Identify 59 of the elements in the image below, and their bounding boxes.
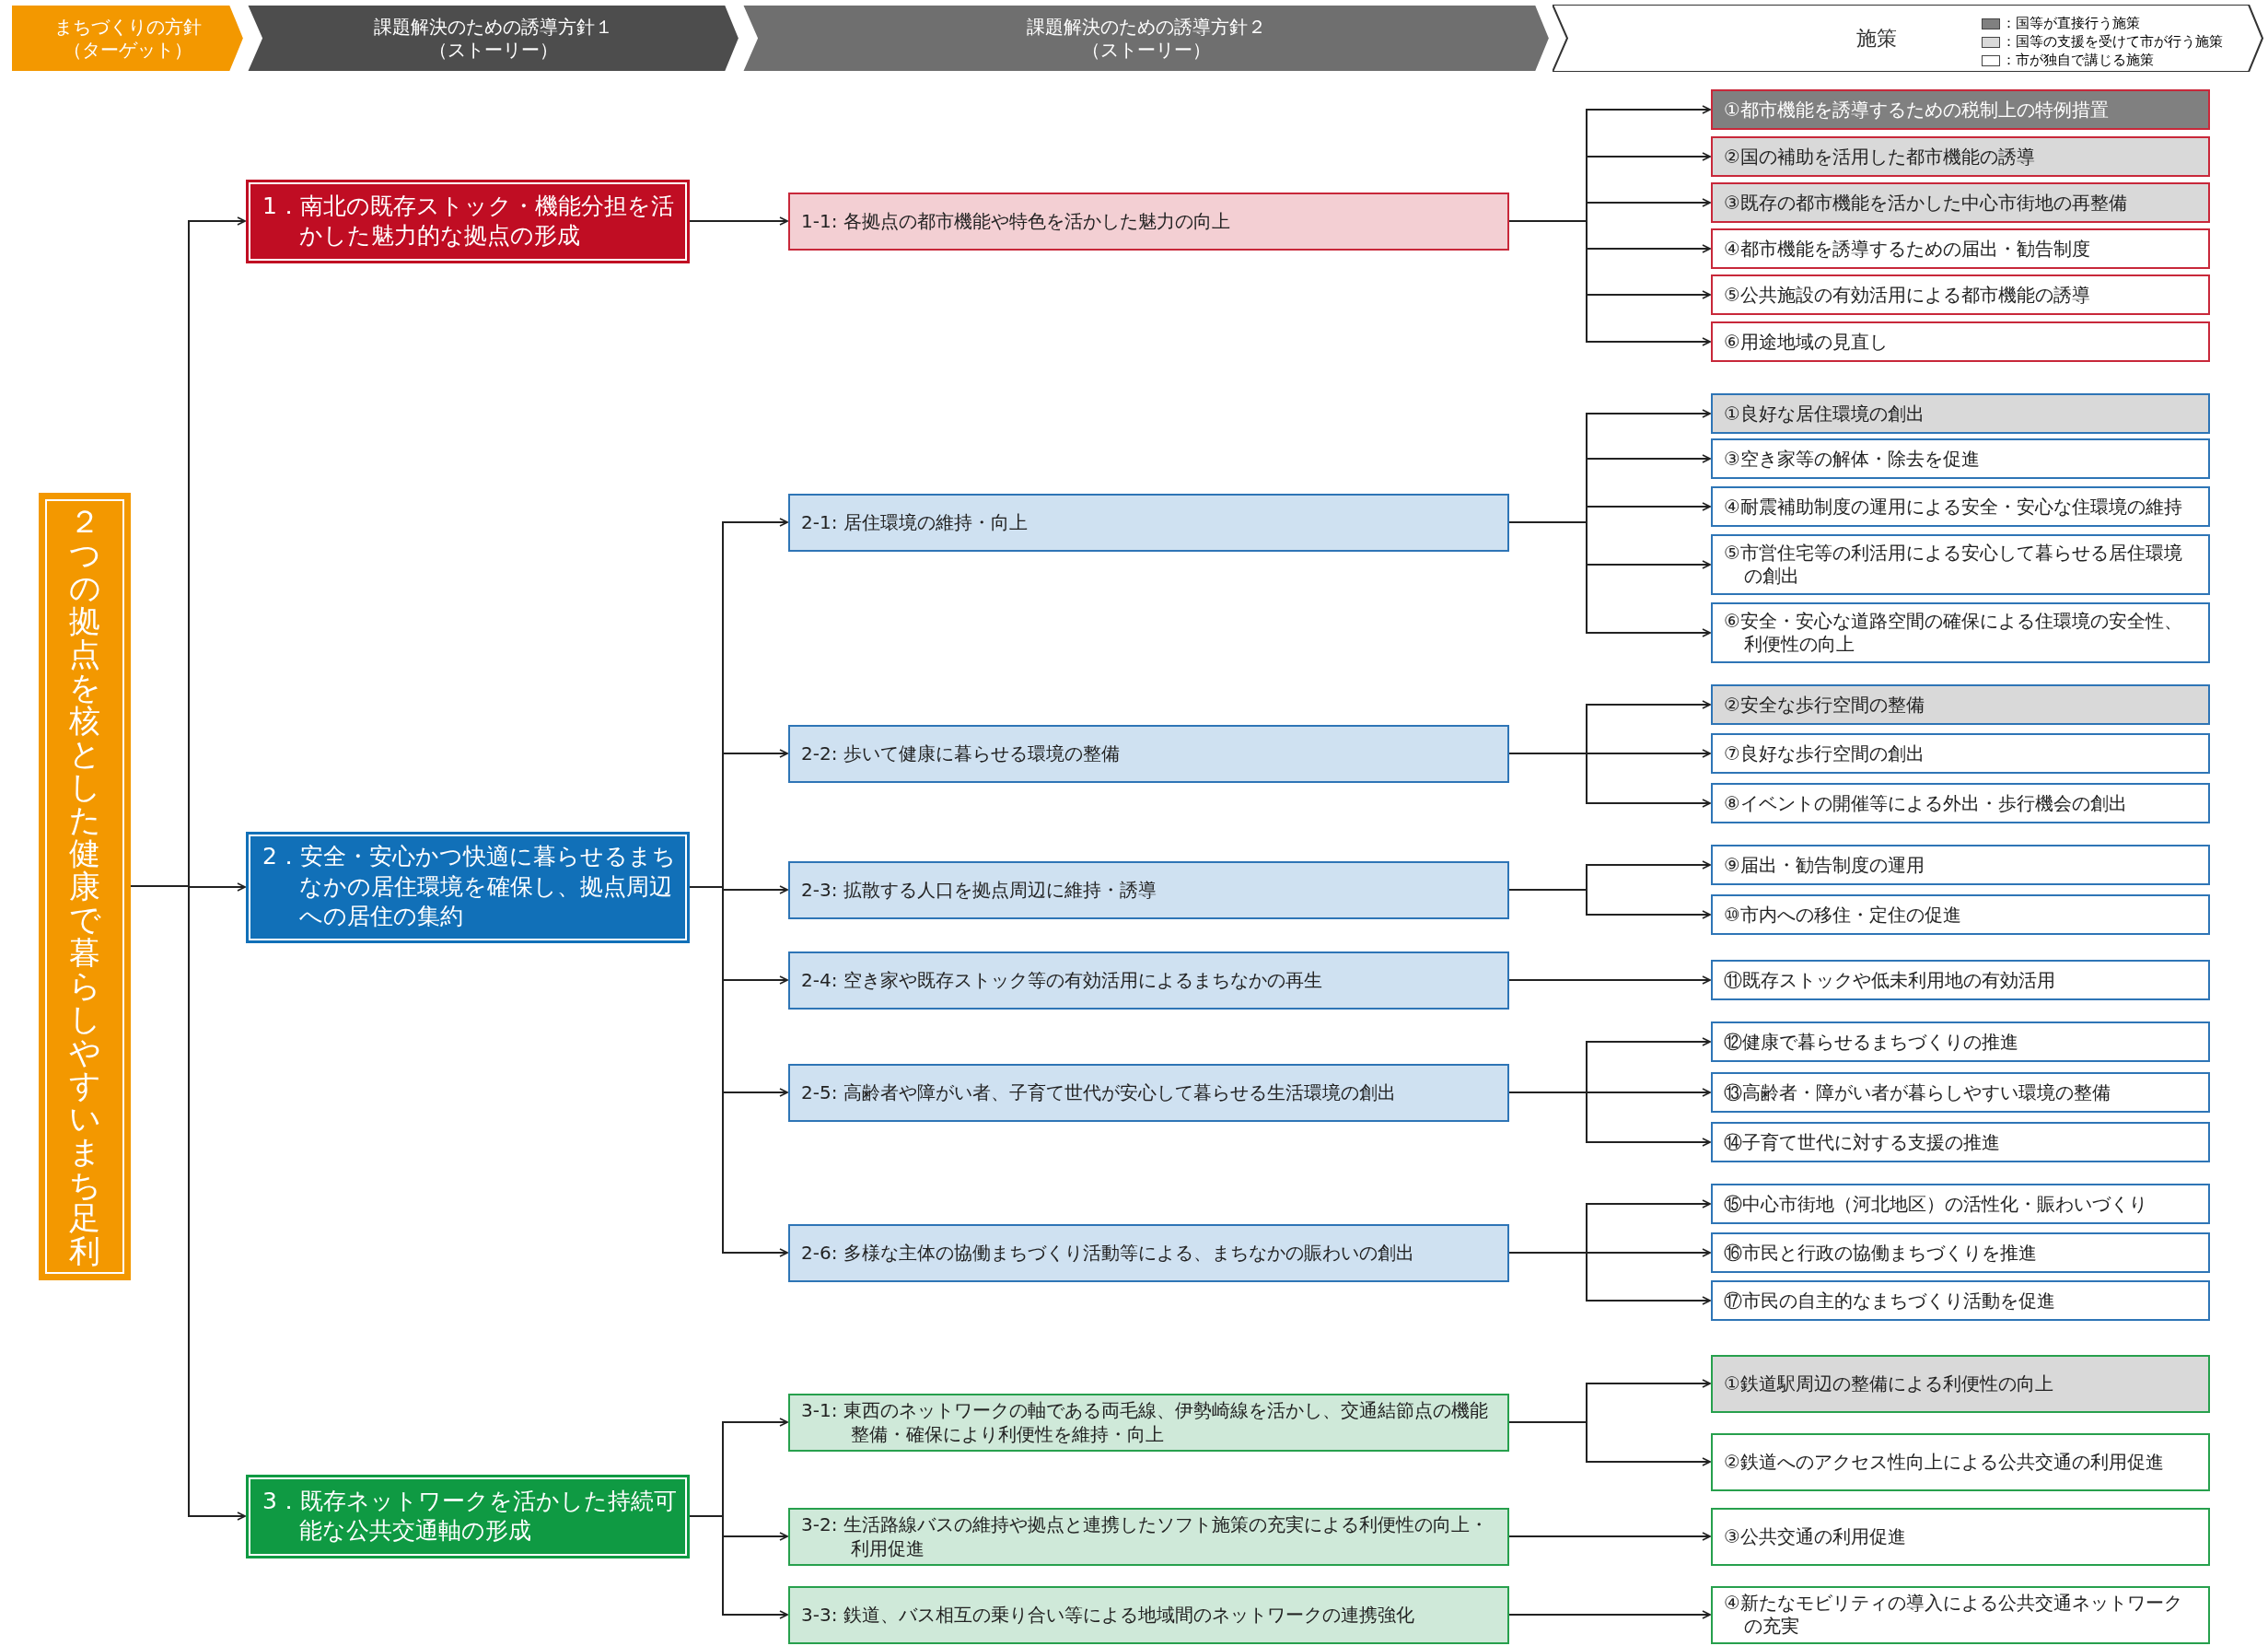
legend-text: ：国等が直接行う施策 [2002, 15, 2140, 32]
measure-box: ⑧イベントの開催等による外出・歩行機会の創出 [1711, 783, 2210, 823]
measure-box: ⑯市民と行政の協働まちづくりを推進 [1711, 1232, 2210, 1273]
measure-box: ②安全な歩行空間の整備 [1711, 684, 2210, 725]
strategy-box: 3-2: 生活路線バスの維持や拠点と連携したソフト施策の充実による利便性の向上・利用促進 [788, 1507, 1509, 1566]
policy-box: 1．南北の既存ストック・機能分担を活かした魅力的な拠点の形成 [246, 179, 690, 263]
connector-arrow [1508, 1091, 1711, 1147]
column-heading: 課題解決のための誘導方針２ （ストーリー） [742, 5, 1551, 72]
measure-box: ①都市機能を誘導するための税制上の特例措置 [1711, 89, 2210, 130]
measure-box: ⑩市内への移住・定住の促進 [1711, 894, 2210, 935]
connector-arrow [689, 1515, 788, 1619]
strategy-box: 2-4: 空き家や既存ストック等の有効活用によるまちなかの再生 [788, 951, 1509, 1010]
policy-box: 3．既存ネットワークを活かした持続可能な公共交通軸の形成 [246, 1474, 690, 1558]
measure-box: ②鉄道へのアクセス性向上による公共交通の利用促進 [1711, 1432, 2210, 1491]
measure-box: ②国の補助を活用した都市機能の誘導 [1711, 136, 2210, 177]
connector-arrow [689, 216, 788, 226]
measure-box: ⑰市民の自主的なまちづくり活動を促進 [1711, 1280, 2210, 1321]
measure-box: ⑫健康で暮らせるまちづくりの推進 [1711, 1021, 2210, 1062]
measure-box: ③公共交通の利用促進 [1711, 1507, 2210, 1566]
measure-box: ④耐震補助制度の運用による安全・安心な住環境の維持 [1711, 486, 2210, 527]
measure-box: ④新たなモビリティの導入による公共交通ネットワークの充実 [1711, 1585, 2210, 1644]
measure-box: ⑦良好な歩行空間の創出 [1711, 733, 2210, 774]
strategy-box: 2-1: 居住環境の維持・向上 [788, 493, 1509, 552]
connector-arrow [1508, 1610, 1711, 1619]
measure-box: ⑤市営住宅等の利活用による安心して暮らせる居住環境の創出 [1711, 534, 2210, 595]
measure-box: ③既存の都市機能を活かした中心市街地の再整備 [1711, 182, 2210, 223]
measure-box: ⑬高齢者・障がい者が暮らしやすい環境の整備 [1711, 1072, 2210, 1113]
strategy-box: 3-1: 東西のネットワークの軸である両毛線、伊勢崎線を活かし、交通結節点の機能整備・確保により利便性を維持・向上 [788, 1393, 1509, 1452]
measure-box: ⑨届出・勧告制度の運用 [1711, 845, 2210, 885]
measure-box: ⑪既存ストックや低未利用地の有効活用 [1711, 960, 2210, 1000]
goal-box: ２つの拠点を核とした健康で暮らしやすいまち足利 [39, 492, 131, 1280]
connector-arrow [1508, 975, 1711, 985]
connector-arrow [1508, 220, 1711, 346]
connector-arrow [1508, 1252, 1711, 1305]
measure-box: ⑮中心市街地（河北地区）の活性化・賑わいづくり [1711, 1184, 2210, 1224]
strategy-box: 2-3: 拡散する人口を拠点周辺に維持・誘導 [788, 860, 1509, 919]
strategy-box: 2-6: 多様な主体の協働まちづくり活動等による、まちなかの賑わいの創出 [788, 1223, 1509, 1282]
measure-box: ⑭子育て世代に対する支援の推進 [1711, 1122, 2210, 1162]
legend-text: ：国等の支援を受けて市が行う施策 [2002, 33, 2223, 51]
connector-arrow [1508, 889, 1711, 919]
connector-arrow [1508, 753, 1711, 808]
connector-arrow [1508, 1421, 1711, 1466]
measure-box: ⑥用途地域の見直し [1711, 321, 2210, 362]
policy-box: 2．安全・安心かつ快適に暮らせるまちなかの居住環境を確保し、拠点周辺への居住の集約 [246, 831, 690, 943]
measure-box: ⑥安全・安心な道路空間の確保による住環境の安全性、利便性の向上 [1711, 602, 2210, 663]
measure-box: ④都市機能を誘導するための届出・勧告制度 [1711, 228, 2210, 269]
connector-arrow [1508, 521, 1711, 637]
measure-box: ③空き家等の解体・除去を促進 [1711, 438, 2210, 479]
connector-arrow [1508, 1532, 1711, 1541]
strategy-box: 3-3: 鉄道、バス相互の乗り合い等による地域間のネットワークの連携強化 [788, 1585, 1509, 1644]
strategy-box: 2-2: 歩いて健康に暮らせる環境の整備 [788, 724, 1509, 783]
column-heading: 課題解決のための誘導方針１ （ストーリー） [247, 5, 740, 72]
column-heading: まちづくりの方針 （ターゲット） [11, 5, 245, 72]
strategy-box: 2-5: 高齢者や障がい者、子育て世代が安心して暮らせる生活環境の創出 [788, 1063, 1509, 1122]
legend-text: ：市が独自で講じる施策 [2002, 52, 2154, 69]
measure-box: ①良好な居住環境の創出 [1711, 393, 2210, 434]
strategy-box: 1-1: 各拠点の都市機能や特色を活かした魅力の向上 [788, 192, 1509, 251]
measure-box: ⑤公共施設の有効活用による都市機能の誘導 [1711, 274, 2210, 315]
measure-box: ①鉄道駅周辺の整備による利便性の向上 [1711, 1354, 2210, 1413]
